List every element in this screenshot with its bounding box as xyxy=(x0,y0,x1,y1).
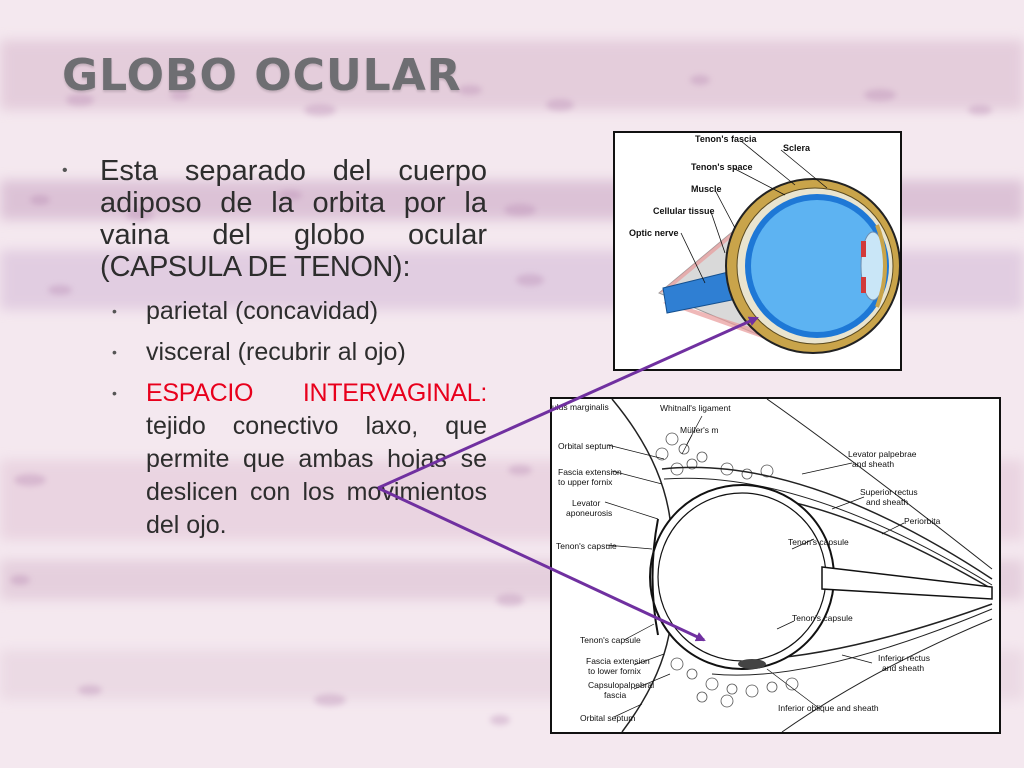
label-capsulopalpebral-1: Capsulopalpebral xyxy=(588,680,654,690)
label-superior-rectus: Superior rectus xyxy=(860,487,918,497)
label-orbital-septum-top: Orbital septum xyxy=(558,441,613,451)
bullet-list: • Esta separado del cuerpo adiposo de la… xyxy=(62,155,487,542)
sub-bullet-marker: • xyxy=(112,385,117,401)
sub-bullet-visceral: • visceral (recubrir al ojo) xyxy=(62,336,487,369)
label-cellular-tissue: Cellular tissue xyxy=(653,206,715,216)
label-periorbita: Periorbita xyxy=(904,516,941,526)
iris-lower xyxy=(861,277,866,293)
label-tenons-capsule-left: Tenon's capsule xyxy=(556,541,617,551)
bullet-marker: • xyxy=(62,162,68,179)
label-muscle: Muscle xyxy=(691,184,722,194)
main-bullet: • Esta separado del cuerpo adiposo de la… xyxy=(62,155,487,283)
iris-upper xyxy=(861,241,866,257)
sub-bullet-espacio: • ESPACIO INTERVAGINAL: tejido conectivo… xyxy=(62,377,487,542)
label-capsulopalpebral-2: fascia xyxy=(604,690,626,700)
label-fascia-lower-1: Fascia extension xyxy=(586,656,650,666)
label-tenons-space: Tenon's space xyxy=(691,162,753,172)
orbit-section-diagram: ulus marginalis Whitnall's ligament Müll… xyxy=(552,399,993,732)
main-bullet-caps-term: CAPSULA DE TENON xyxy=(109,251,394,283)
sub-bullet-parietal: • parietal (concavidad) xyxy=(62,295,487,328)
label-fascia-lower-2: to lower fornix xyxy=(588,666,642,676)
orbit-section-figure: ulus marginalis Whitnall's ligament Müll… xyxy=(550,397,1001,734)
optic-nerve-section xyxy=(821,566,993,600)
label-musculus-marginalis: ulus marginalis xyxy=(552,402,609,412)
label-levator-aponeurosis-1: Levator xyxy=(572,498,601,508)
label-levator-sheath: and sheath xyxy=(852,459,894,469)
sub-bullet-text: visceral (recubrir al ojo) xyxy=(146,338,406,366)
inferior-oblique-shape xyxy=(738,659,766,669)
label-optic-nerve: Optic nerve xyxy=(629,228,679,238)
label-levator-palpebrae: Levator palpebrae xyxy=(848,449,917,459)
sub-bullet-text: tejido conectivo laxo, que permite que a… xyxy=(146,412,487,539)
label-tenons-capsule-lower: Tenon's capsule xyxy=(580,635,641,645)
sub-bullet-text: parietal (concavidad) xyxy=(146,297,379,325)
label-inferior-oblique: Inferior oblique and sheath xyxy=(778,703,879,713)
label-superior-sheath: and sheath xyxy=(866,497,908,507)
label-levator-aponeurosis-2: aponeurosis xyxy=(566,508,612,518)
label-sclera: Sclera xyxy=(783,143,811,153)
label-tenons-fascia: Tenon's fascia xyxy=(695,134,757,144)
label-orbital-septum-bottom: Orbital septum xyxy=(580,713,635,723)
sub-bullet-highlight: ESPACIO INTERVAGINAL: xyxy=(146,379,487,407)
sub-bullet-marker: • xyxy=(112,303,117,319)
label-fascia-upper-1: Fascia extension xyxy=(558,467,622,477)
globe-outline xyxy=(649,484,835,670)
eyeball-interior xyxy=(751,200,883,332)
sub-bullet-marker: • xyxy=(112,344,117,360)
slide-title: GLOBO OCULAR xyxy=(62,50,462,101)
cornea-outline xyxy=(875,224,887,308)
label-whitnalls-ligament: Whitnall's ligament xyxy=(660,403,731,413)
main-bullet-text: Esta separado del cuerpo adiposo de la o… xyxy=(100,155,487,283)
label-inferior-sheath: and sheath xyxy=(882,663,924,673)
eye-diagram: Tenon's fascia Sclera Tenon's space Musc… xyxy=(629,134,900,354)
label-tenons-capsule-inner-top: Tenon's capsule xyxy=(788,537,849,547)
label-mullers-muscle: Müller's m xyxy=(680,425,718,435)
main-bullet-text-end: ): xyxy=(392,251,411,283)
label-inferior-rectus: Inferior rectus xyxy=(878,653,930,663)
eye-diagram-figure: Tenon's fascia Sclera Tenon's space Musc… xyxy=(613,131,902,371)
label-fascia-upper-2: to upper fornix xyxy=(558,477,613,487)
label-tenons-capsule-inner-bottom: Tenon's capsule xyxy=(792,613,853,623)
